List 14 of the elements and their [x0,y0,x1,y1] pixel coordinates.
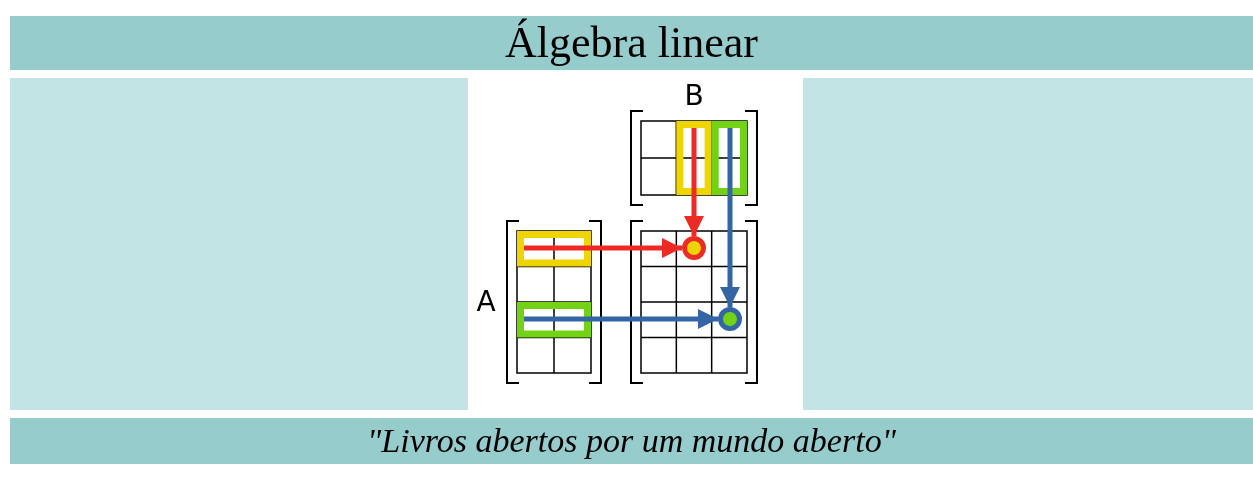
result-cell-marker [682,236,706,260]
column-highlight [676,121,712,195]
result-cell-marker [718,307,742,331]
column-highlight [711,121,747,195]
arrow [524,238,682,258]
tagline-banner: "Livros abertos por um mundo aberto" [10,418,1253,464]
matrix-label: B [684,79,704,112]
row-highlight [517,231,591,267]
title-banner: Álgebra linear [10,16,1253,70]
arrow [524,309,718,329]
arrow [720,128,740,307]
arrow [684,128,704,236]
row-highlight [517,302,591,338]
matrix-label: A [476,285,496,318]
